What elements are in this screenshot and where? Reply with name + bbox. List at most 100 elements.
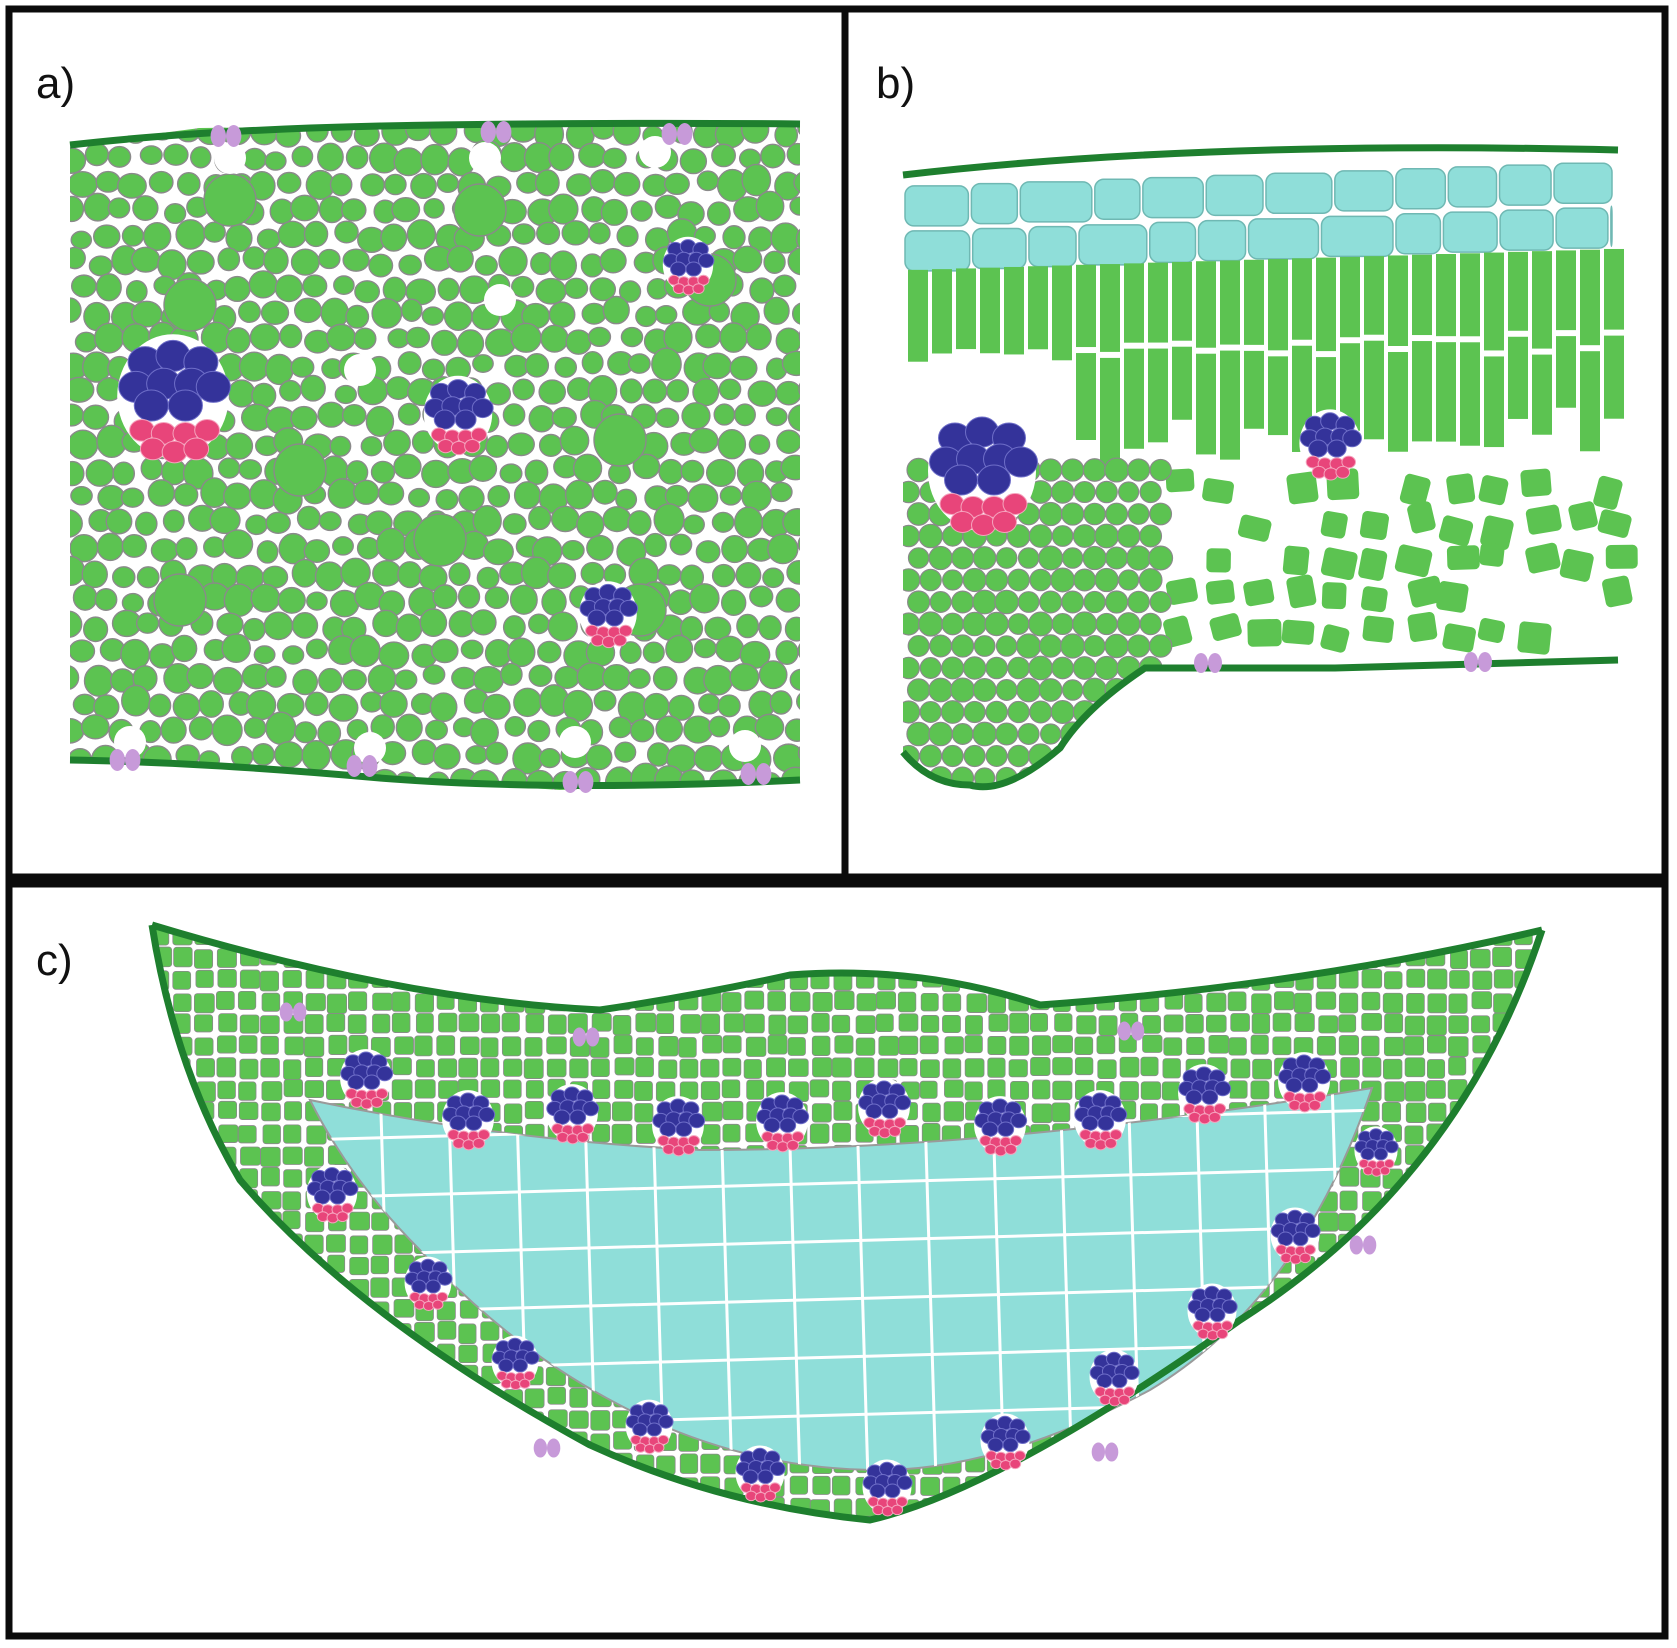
mesophyll-cell (1425, 1430, 1445, 1452)
phloem-cell (470, 427, 487, 442)
mesophyll-cell (833, 1100, 853, 1121)
mesophyll-cell (1360, 1365, 1380, 1385)
mesophyll-cell (283, 1387, 304, 1407)
midrib-cell (1095, 480, 1118, 504)
mesophyll-cell (524, 459, 549, 485)
mesophyll-cell (465, 745, 488, 765)
phloem-cell (1216, 1328, 1229, 1340)
guard-cell (346, 755, 362, 777)
mesophyll-cell (261, 1299, 283, 1319)
mesophyll-cell (130, 246, 161, 273)
mesophyll-cell (173, 1189, 194, 1210)
water-storage-cell (1395, 212, 1442, 255)
mesophyll-cell (1515, 1014, 1537, 1034)
guard-cell (125, 749, 141, 771)
spongy-cell (1205, 579, 1235, 605)
mesophyll-cell (1448, 1036, 1469, 1057)
mesophyll-cell (212, 666, 243, 695)
guard-cell (109, 749, 126, 771)
mesophyll-cell (458, 1497, 479, 1519)
phloem-cell (139, 437, 166, 461)
mesophyll-cell (458, 1344, 478, 1364)
spongy-cell (1165, 577, 1198, 605)
panel-a-air-spaces (114, 136, 761, 764)
xylem-cell (195, 370, 231, 403)
mesophyll-cell (900, 1522, 919, 1540)
mesophyll-cell (436, 925, 457, 945)
mesophyll-cell (1537, 1125, 1542, 1146)
mesophyll-cell (1074, 949, 1095, 970)
mesophyll-cell (1119, 1081, 1139, 1101)
midrib-cell (1082, 545, 1107, 571)
mesophyll-cell (1536, 1255, 1542, 1276)
mesophyll-cell (262, 1454, 281, 1476)
stoma (1091, 1442, 1119, 1462)
mesophyll-cell (713, 403, 736, 426)
palisade-cell (1412, 341, 1432, 442)
midrib-cell (928, 545, 953, 571)
mesophyll-cell (1339, 1431, 1358, 1452)
mesophyll-cell (520, 556, 552, 590)
panel-a-upper-epidermis (69, 119, 801, 149)
mesophyll-cell (720, 589, 747, 616)
mesophyll-cell (353, 327, 377, 350)
panel-c: c) (36, 921, 1546, 1540)
mesophyll-cell (585, 744, 613, 771)
xylem-cell (1326, 439, 1347, 458)
xylem-cell (997, 1121, 1015, 1137)
palisade-cell (1220, 260, 1240, 345)
mesophyll-cell (1274, 947, 1293, 969)
mesophyll-cell (1117, 1518, 1137, 1520)
phloem-cell (472, 1137, 486, 1149)
mesophyll-cell (239, 1345, 260, 1364)
mesophyll-cell (547, 969, 566, 988)
mesophyll-cell (1537, 1037, 1542, 1056)
mesophyll-cell (1272, 1386, 1293, 1405)
mesophyll-cell (744, 990, 765, 1010)
mesophyll-cell (897, 991, 917, 1013)
spongy-cell (1442, 623, 1476, 653)
mesophyll-cell (1119, 1453, 1139, 1474)
palisade-cell (1604, 248, 1624, 330)
mesophyll-cell (291, 558, 319, 588)
mesophyll-cell (147, 479, 176, 507)
mesophyll-cell (1469, 948, 1491, 969)
palisade-cell (908, 269, 928, 362)
midrib-cell (1017, 591, 1040, 613)
mesophyll-cell (425, 719, 448, 741)
mesophyll-cell (371, 298, 403, 329)
mesophyll-cell (507, 637, 536, 668)
mesophyll-cell (1163, 1455, 1184, 1476)
mesophyll-cell (568, 1410, 589, 1429)
mesophyll-cell (811, 1519, 832, 1520)
midrib-cell (994, 589, 1019, 615)
mesophyll-cell (237, 1430, 256, 1449)
mesophyll-cell (922, 1102, 941, 1123)
mesophyll-cell (261, 1409, 279, 1430)
mesophyll-cell (501, 1012, 520, 1033)
mesophyll-cell (657, 948, 677, 968)
xylem-cell (411, 1279, 427, 1294)
mesophyll-cell (1536, 1145, 1542, 1164)
mesophyll-cell (1337, 1519, 1359, 1520)
mesophyll-cell (326, 949, 347, 970)
mesophyll-cell (261, 1102, 281, 1122)
mesophyll-cell (878, 925, 898, 945)
mesophyll-cell (705, 458, 736, 487)
mesophyll-cell (350, 1499, 371, 1519)
midrib-cell (906, 721, 931, 747)
mesophyll-cell (1009, 1518, 1029, 1520)
mesophyll-cell (317, 720, 342, 747)
mesophyll-cell (1536, 1012, 1542, 1033)
mesophyll-cell (413, 1101, 435, 1122)
midrib-cell (962, 611, 987, 637)
mesophyll-cell (567, 1452, 589, 1473)
midrib-cell (1126, 545, 1152, 571)
mesophyll-cell (1075, 1519, 1094, 1520)
mesophyll-cell (283, 1411, 302, 1432)
mesophyll-cell (1118, 926, 1139, 947)
mesophyll-cell (578, 142, 607, 168)
mesophyll-cell (132, 767, 163, 790)
mesophyll-cell (569, 1387, 588, 1408)
mesophyll-cell (554, 356, 578, 378)
